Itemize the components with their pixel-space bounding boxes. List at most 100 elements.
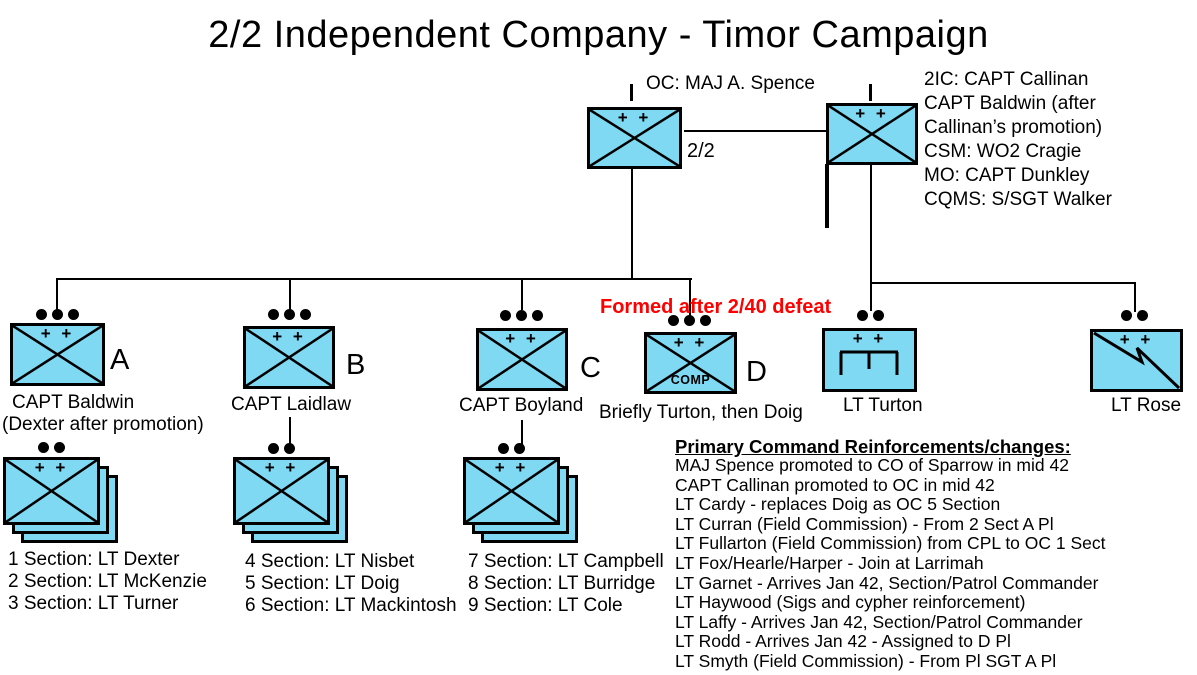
echelon-dots-c: [500, 310, 543, 321]
reinforcement-item: LT Cardy - replaces Doig as OC 5 Section: [675, 494, 1001, 515]
reinforced-marks: + +: [855, 104, 889, 123]
section-line: 1 Section: LT Dexter: [8, 549, 180, 570]
stacked-box-front: + +: [233, 457, 330, 525]
echelon-bar-hq: [630, 84, 633, 101]
signals-platoon-caption: LT Rose: [1111, 395, 1182, 416]
platoon-a-caption: CAPT Baldwin: [12, 392, 135, 413]
echelon-bar-2ic: [869, 84, 872, 101]
section-line: 7 Section: LT Campbell: [468, 551, 664, 572]
staff-line: 2IC: CAPT Callinan: [924, 69, 1089, 90]
connector-a-drop: [56, 278, 58, 310]
connector-b-drop: [289, 278, 291, 310]
reinforcement-item: LT Smyth (Field Commission) - From Pl SG…: [675, 650, 1057, 671]
infantry-cross-icon: [246, 329, 332, 386]
platoon-b-caption: CAPT Laidlaw: [231, 394, 352, 415]
reinforced-marks: + +: [264, 458, 299, 477]
reinforced-marks: + +: [852, 329, 887, 348]
engineer-platoon-caption: LT Turton: [843, 395, 923, 416]
dot: [1121, 310, 1132, 321]
echelon-dots-b: [268, 309, 311, 320]
platoon-b-letter: B: [346, 349, 366, 381]
connector-d-drop: [689, 278, 691, 316]
reinforcement-item: LT Rodd - Arrives Jan 42 - Assigned to D…: [675, 631, 1011, 652]
dot: [684, 315, 695, 326]
dot: [1137, 310, 1148, 321]
echelon-dots-a: [36, 309, 79, 320]
sections-b-list: 4 Section: LT Nisbet 5 Section: LT Doig …: [245, 551, 457, 617]
platoon-b-unit-symbol: + +: [243, 326, 335, 389]
stacked-box-front: + +: [463, 457, 560, 525]
dot: [873, 310, 884, 321]
infantry-cross-icon: [236, 460, 327, 522]
platoon-d-unit-symbol: + + COMP: [644, 332, 737, 394]
reinforcement-item: LT Curran (Field Commission) - From 2 Se…: [675, 513, 1054, 534]
reinforced-marks: + +: [505, 329, 539, 348]
reinforcement-item: LT Fox/Hearle/Harper - Join at Larrimah: [675, 552, 984, 573]
dot: [500, 310, 511, 321]
platoon-c-letter: C: [580, 352, 601, 384]
infantry-cross-icon: [13, 326, 102, 383]
signals-flash-icon: [1093, 332, 1180, 389]
staff-line: MO: CAPT Dunkley: [924, 165, 1090, 186]
dot: [300, 309, 311, 320]
connector-rose-drop: [1134, 282, 1136, 312]
staff-line: CAPT Baldwin (after: [924, 93, 1096, 114]
infantry-cross-icon: [6, 460, 97, 522]
reinforcement-item: LT Laffy - Arrives Jan 42, Section/Patro…: [675, 611, 1083, 632]
section-line: 8 Section: LT Burridge: [468, 573, 656, 594]
dot: [36, 309, 47, 320]
echelon-dots-turton: [857, 310, 884, 321]
hq-staff-list: 2IC: CAPT Callinan CAPT Baldwin (after C…: [924, 68, 1112, 212]
staff-line: CSM: WO2 Cragie: [924, 141, 1082, 162]
annotation-formed-after-defeat: Formed after 2/40 defeat: [600, 296, 832, 318]
dot: [516, 310, 527, 321]
echelon-dots-sections-c: [498, 443, 525, 454]
reinforced-marks: + +: [34, 458, 69, 477]
connector-hq-to-2ic: [684, 130, 826, 132]
connector-b-sections-drop: [289, 417, 291, 445]
reinforcement-item: LT Garnet - Arrives Jan 42, Section/Patr…: [675, 572, 1099, 593]
dot: [498, 443, 509, 454]
hq2-staff-pole: [825, 164, 829, 228]
echelon-dots-sections-a: [38, 442, 65, 453]
dot: [52, 309, 63, 320]
infantry-cross-icon: [466, 460, 557, 522]
reinforced-marks: + +: [1119, 330, 1154, 349]
section-line: 5 Section: LT Doig: [245, 573, 400, 594]
dot: [38, 442, 49, 453]
dot: [268, 443, 279, 454]
echelon-dots-rose: [1121, 310, 1148, 321]
reinforced-marks: + +: [494, 458, 529, 477]
section-stack-b: + +: [233, 457, 348, 543]
oc-label: OC: MAJ A. Spence: [646, 73, 815, 94]
reinforced-marks: + +: [617, 108, 652, 127]
connector-hq-drop: [631, 169, 633, 279]
reinforcement-item: CAPT Callinan promoted to OC in mid 42: [675, 474, 995, 495]
echelon-dots-d: [668, 315, 711, 326]
reinforced-marks: + +: [272, 327, 306, 346]
sections-a-list: 1 Section: LT Dexter 2 Section: LT McKen…: [8, 549, 207, 615]
section-line: 6 Section: LT Mackintosh: [245, 595, 457, 616]
connector-c-drop: [521, 278, 523, 310]
sections-c-list: 7 Section: LT Campbell 8 Section: LT Bur…: [468, 551, 664, 617]
dot: [514, 443, 525, 454]
section-stack-a: + +: [3, 457, 118, 543]
hq-unit-label: 2/2: [687, 140, 715, 162]
reinforcements-list: MAJ Spence promoted to CO of Sparrow in …: [675, 455, 1106, 672]
engineer-icon: [839, 350, 899, 375]
section-line: 4 Section: LT Nisbet: [245, 551, 415, 572]
staff-line: Callinan’s promotion): [924, 117, 1103, 138]
reinforced-marks: + +: [673, 333, 708, 352]
dot: [857, 310, 868, 321]
reinforced-marks: + +: [40, 324, 75, 343]
signals-platoon-symbol: + +: [1090, 329, 1183, 392]
reinforcement-item: LT Fullarton (Field Commission) from CPL…: [675, 533, 1106, 554]
composite-label: COMP: [670, 373, 711, 387]
hq-unit-symbol: + +: [587, 107, 682, 169]
dot: [668, 315, 679, 326]
engineer-platoon-symbol: + +: [822, 328, 917, 392]
connector-right-bar: [870, 282, 1136, 284]
dot: [700, 315, 711, 326]
echelon-dots-sections-b: [268, 443, 295, 454]
